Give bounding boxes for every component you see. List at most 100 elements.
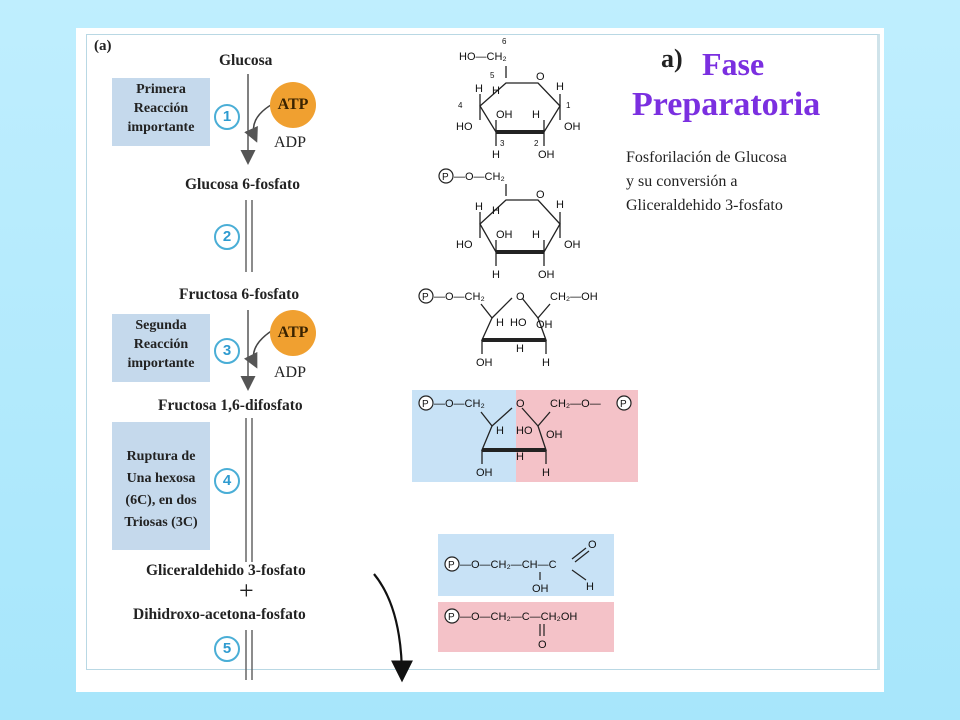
g6p-h: H bbox=[475, 201, 483, 213]
label-glucosa: Glucosa bbox=[219, 52, 273, 69]
g6p-ho: HO bbox=[456, 239, 473, 251]
adp-label-step-1: ADP bbox=[274, 134, 307, 151]
g6p-oh: OH bbox=[564, 239, 581, 251]
glucose-oh: OH bbox=[564, 121, 581, 133]
glucose-c3-number: 3 bbox=[500, 139, 505, 148]
gap-chain: —O—CH₂—CH—C bbox=[460, 559, 557, 571]
g6p-h: H bbox=[556, 199, 564, 211]
f16bp-ch2o: CH₂—O— bbox=[550, 398, 601, 410]
f16bp-phosphate-1: P bbox=[422, 399, 429, 410]
f6p-oh: OH bbox=[476, 357, 493, 369]
step-2-marker: 2 bbox=[214, 224, 240, 250]
glucose-oh: OH bbox=[538, 149, 555, 161]
glucose-h: H bbox=[556, 81, 564, 93]
glucose-c2-number: 2 bbox=[534, 139, 539, 148]
glucose-c6-number: 6 bbox=[502, 37, 507, 46]
note-line: Segunda bbox=[135, 318, 187, 333]
g6p-oh: OH bbox=[496, 229, 513, 241]
gap-oh: OH bbox=[532, 583, 549, 595]
label-glucosa-6-fosfato: Glucosa 6-fosfato bbox=[185, 176, 300, 193]
structures: 6 HO—CH₂ 5 O H H 4 H OH H 1 HO OH 3 2 H … bbox=[412, 37, 638, 652]
plus-sign: + bbox=[239, 576, 254, 605]
note-line: Reacción bbox=[133, 101, 189, 116]
f6p-ho: HO bbox=[510, 317, 527, 329]
f6p-h: H bbox=[542, 357, 550, 369]
step-5-marker: 5 bbox=[214, 636, 240, 662]
note-ruptura-hexosa: Ruptura de Una hexosa (6C), en dos Trios… bbox=[112, 422, 210, 550]
glucose-h: H bbox=[475, 83, 483, 95]
glucose-structure bbox=[479, 66, 561, 146]
gap-aldehyde-h: H bbox=[586, 581, 594, 593]
gap-carbonyl-oxygen: O bbox=[588, 539, 597, 551]
glucose-ch2-group: HO—CH₂ bbox=[459, 51, 507, 63]
label-fructosa-1-6-difosfato: Fructosa 1,6-difosfato bbox=[158, 397, 303, 414]
title-line-2: Preparatoria bbox=[632, 86, 821, 123]
title-letter: a) bbox=[661, 44, 683, 73]
note-line: Una hexosa bbox=[126, 471, 196, 486]
note-segunda-reaccion: Segunda Reacción importante bbox=[112, 314, 210, 382]
gap-phosphate: P bbox=[448, 560, 455, 571]
slide: (a) a) Fase Preparatoria Fosforilación d… bbox=[76, 28, 884, 692]
f6p-oh: OH bbox=[536, 319, 553, 331]
atp-badge-step-1: ATP bbox=[270, 82, 316, 128]
continuation-arrow bbox=[373, 573, 413, 683]
f16bp-ring bbox=[480, 407, 551, 464]
glucose-h: H bbox=[492, 149, 500, 161]
pathway-arrows bbox=[240, 74, 413, 683]
glucose-oh: OH bbox=[496, 109, 513, 121]
f6p-h: H bbox=[496, 317, 504, 329]
g6p-ring-oxygen: O bbox=[536, 189, 545, 201]
f6p-h: H bbox=[516, 343, 524, 355]
f6p-ring-oxygen: O bbox=[516, 291, 525, 303]
description-line: Fosforilación de Glucosa bbox=[626, 149, 787, 166]
g6p-oh: OH bbox=[538, 269, 555, 281]
description: Fosforilación de Glucosa y su conversión… bbox=[626, 146, 787, 218]
glucose-ho: HO bbox=[456, 121, 473, 133]
note-line: Reacción bbox=[133, 337, 189, 352]
gap-bonds bbox=[539, 547, 590, 581]
dhap-chain: —O—CH₂—C—CH₂OH bbox=[460, 611, 577, 623]
note-line: Ruptura de bbox=[126, 449, 196, 464]
f6p-ch2oh: CH₂—OH bbox=[550, 291, 598, 303]
note-line: Triosas (3C) bbox=[124, 515, 198, 530]
glucose-ring-oxygen: O bbox=[536, 71, 545, 83]
dhap-carbonyl-oxygen: O bbox=[538, 639, 547, 651]
figure-frame bbox=[86, 34, 880, 670]
glucose-c5-number: 5 bbox=[490, 71, 495, 80]
red-region-dhap bbox=[438, 602, 614, 652]
g6p-h: H bbox=[532, 229, 540, 241]
label-dihidroxiacetona-fosfato: Dihidroxo-acetona-fosfato bbox=[133, 606, 306, 623]
f16bp-h: H bbox=[496, 425, 504, 437]
step-4-marker: 4 bbox=[214, 468, 240, 494]
panel-label: (a) bbox=[94, 38, 112, 54]
atp-badge-step-3: ATP bbox=[270, 310, 316, 356]
dhap-phosphate: P bbox=[448, 612, 455, 623]
f16bp-ho: HO bbox=[516, 425, 533, 437]
f16bp-och2: —O—CH₂ bbox=[434, 398, 485, 410]
step-3-marker: 3 bbox=[214, 338, 240, 364]
blue-region-gap bbox=[438, 534, 614, 596]
glucose-c1-number: 1 bbox=[566, 101, 571, 110]
f16bp-h: H bbox=[516, 451, 524, 463]
g6p-h: H bbox=[492, 269, 500, 281]
dhap-carbonyl bbox=[539, 624, 545, 636]
f16bp-oh: OH bbox=[546, 429, 563, 441]
description-line: y su conversión a bbox=[626, 173, 738, 190]
f6p-och2: —O—CH₂ bbox=[434, 291, 485, 303]
label-fructosa-6-fosfato: Fructosa 6-fosfato bbox=[179, 286, 300, 303]
f6p-phosphate: P bbox=[422, 292, 429, 303]
note-line: Primera bbox=[136, 82, 186, 97]
glucose-h: H bbox=[532, 109, 540, 121]
f16bp-oh: OH bbox=[476, 467, 493, 479]
f16bp-phosphate-6: P bbox=[620, 399, 627, 410]
label-gliceraldehido-3-fosfato: Gliceraldehido 3-fosfato bbox=[146, 562, 306, 579]
g6p-och2: —O—CH₂ bbox=[454, 171, 505, 183]
f6p-ring bbox=[480, 297, 551, 354]
f16bp-ring-oxygen: O bbox=[516, 398, 525, 410]
note-line: importante bbox=[127, 120, 195, 135]
note-primera-reaccion: Primera Reacción importante bbox=[112, 78, 210, 146]
description-line: Gliceraldehido 3-fosfato bbox=[626, 197, 783, 214]
note-line: (6C), en dos bbox=[125, 493, 197, 508]
title-line-1: Fase bbox=[702, 46, 765, 82]
g6p-h: H bbox=[492, 205, 500, 217]
